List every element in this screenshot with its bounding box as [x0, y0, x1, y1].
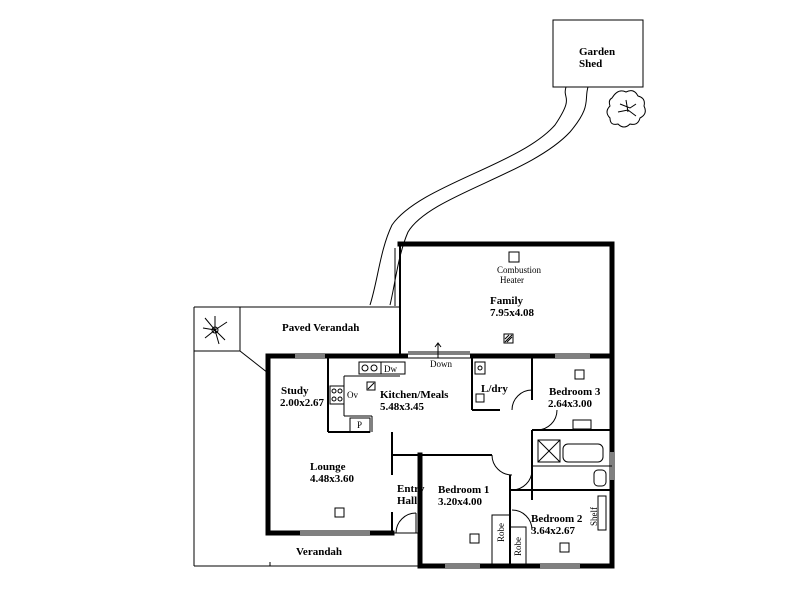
trough-icon	[474, 361, 486, 375]
lounge-label: Lounge	[310, 461, 346, 473]
bedroom3-label: Bedroom 3	[549, 386, 601, 398]
entry-label-1: Entry	[397, 483, 425, 495]
family-dim: 7.95x4.08	[490, 307, 535, 319]
bedroom1-label: Bedroom 1	[438, 484, 489, 496]
bedroom2-dim: 3.64x2.67	[531, 525, 576, 537]
floor-marker-icon	[559, 542, 570, 553]
lounge-dim: 4.48x3.60	[310, 473, 355, 485]
paved-verandah: Paved Verandah	[193, 306, 400, 566]
bathtub-icon	[562, 443, 604, 463]
robe-2-box	[509, 526, 527, 566]
shelf-box	[597, 495, 607, 531]
family-room: Combustion Heater Family 7.95x4.08	[394, 241, 615, 359]
bedroom3-dim: 2.64x3.00	[548, 398, 593, 410]
verandah-label: Verandah	[296, 546, 342, 558]
laundry-fixtures	[474, 361, 486, 403]
cooktop-icon	[329, 385, 345, 405]
kitchen-fixtures: Dw Ov P	[329, 361, 406, 433]
garden-path	[369, 86, 589, 306]
combustion-label-2: Heater	[500, 275, 524, 285]
shelf-label: Shelf	[589, 507, 599, 526]
floor-marker-icon	[469, 533, 480, 544]
windows	[295, 351, 614, 568]
entry-label-2: Hall	[397, 495, 417, 507]
toilet-icon	[593, 469, 607, 487]
bedroom2-label: Bedroom 2	[531, 513, 583, 525]
down-arrow-icon	[434, 342, 442, 358]
combustion-label-1: Combustion	[497, 265, 542, 275]
floor-marker-icon	[366, 381, 376, 391]
ov-label: Ov	[347, 390, 358, 400]
floor-marker-icon	[574, 369, 585, 380]
verandah: Verandah	[194, 546, 420, 567]
study-dim: 2.00x2.67	[280, 397, 325, 409]
kitchen-label: Kitchen/Meals	[380, 389, 449, 401]
kitchen-dim: 5.48x3.45	[380, 401, 425, 413]
down-label: Down	[430, 359, 452, 369]
study-label: Study	[281, 385, 309, 397]
paved-verandah-label: Paved Verandah	[282, 322, 359, 334]
tree-icon	[606, 90, 646, 128]
combustion-heater-icon	[508, 251, 520, 263]
floor-marker-icon	[334, 507, 345, 518]
shower-icon	[537, 439, 561, 463]
bedroom1-dim: 3.20x4.00	[438, 496, 483, 508]
floor-marker-icon	[503, 333, 514, 344]
robe-2-label: Robe	[513, 537, 523, 556]
family-label: Family	[490, 295, 523, 307]
p-label: P	[357, 420, 362, 430]
garden-shed: Garden Shed	[552, 19, 644, 88]
plant-icon	[202, 316, 228, 345]
garden-shed-label-1: Garden	[579, 46, 615, 58]
robe-1-label: Robe	[496, 523, 506, 542]
internal-walls	[327, 356, 612, 566]
vent-icon	[572, 419, 592, 430]
garden-shed-label-2: Shed	[579, 58, 602, 70]
dw-label: Dw	[384, 364, 397, 374]
laundry-label: L/dry	[481, 383, 508, 395]
